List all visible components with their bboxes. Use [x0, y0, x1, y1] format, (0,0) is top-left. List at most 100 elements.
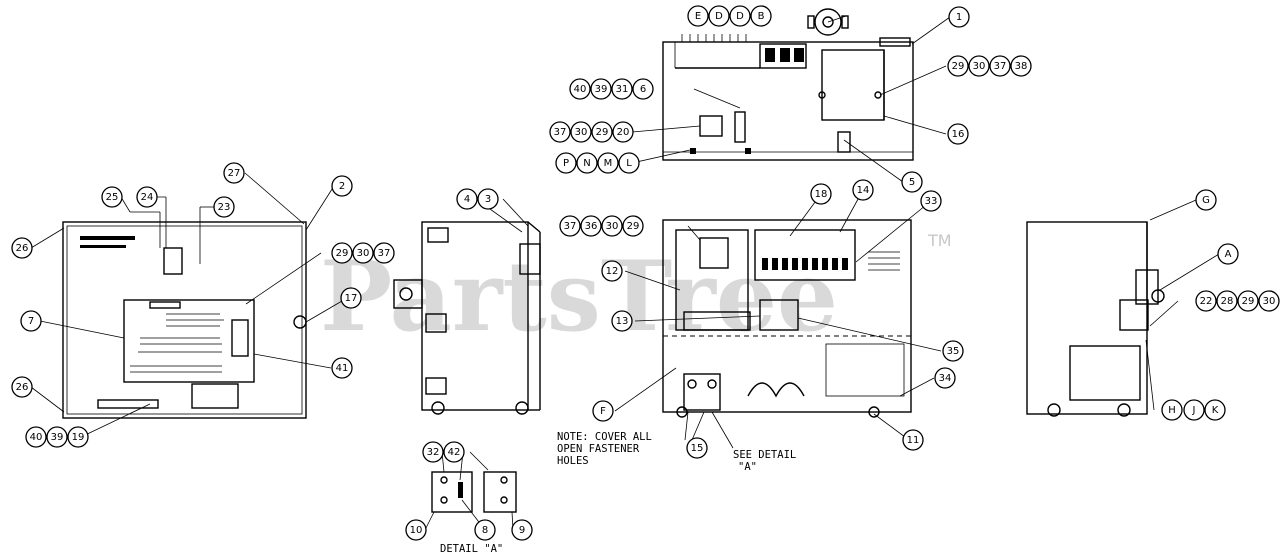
callout-bubble — [947, 55, 969, 77]
callout-bubble — [549, 121, 571, 143]
callout-42: 42 — [443, 441, 465, 463]
callout-bubble — [1204, 399, 1226, 421]
callout-bubble — [1217, 243, 1239, 265]
callout-29d: 29 — [622, 215, 644, 237]
callout-29c: 29 — [331, 242, 353, 264]
callout-10: 10 — [405, 519, 427, 541]
callout-label: 12 — [606, 266, 619, 277]
callout-label: 30 — [973, 61, 986, 72]
callout-label: 6 — [640, 84, 646, 95]
watermark-trademark: TM — [927, 231, 952, 250]
callout-33: 33 — [920, 190, 942, 212]
callout-label: 39 — [51, 432, 64, 443]
callout-d2: D — [729, 5, 751, 27]
callout-label: 22 — [1200, 296, 1213, 307]
callout-b: B — [750, 5, 772, 27]
callout-26b: 26 — [11, 376, 33, 398]
callout-bubble — [331, 357, 353, 379]
top-panel-view — [662, 8, 914, 161]
callout-bubble — [25, 426, 47, 448]
callout-30a: 30 — [968, 55, 990, 77]
callout-37b: 37 — [549, 121, 571, 143]
callout-bubble — [1237, 290, 1259, 312]
callout-24: 24 — [136, 186, 158, 208]
callout-label: 30 — [606, 221, 619, 232]
callout-label: K — [1212, 405, 1219, 416]
callout-l: L — [618, 152, 640, 174]
callout-label: 5 — [909, 177, 915, 188]
callout-label: N — [583, 158, 590, 169]
callout-g: G — [1195, 189, 1217, 211]
callout-bubble — [352, 242, 374, 264]
callout-bubble — [948, 6, 970, 28]
callout-label: 3 — [485, 194, 491, 205]
callout-k: K — [1204, 399, 1226, 421]
callout-a: A — [1217, 243, 1239, 265]
callout-label: 1 — [956, 12, 962, 23]
callout-label: E — [695, 11, 701, 22]
callout-label: 35 — [947, 346, 960, 357]
callout-label: F — [600, 406, 606, 417]
callout-16: 16 — [947, 123, 969, 145]
callout-bubble — [405, 519, 427, 541]
callout-label: 26 — [16, 382, 29, 393]
callout-label: 7 — [28, 316, 34, 327]
callout-bubble — [1258, 290, 1280, 312]
note-see-detail-line1: SEE DETAIL — [733, 449, 796, 461]
callout-20: 20 — [612, 121, 634, 143]
callout-19: 19 — [67, 426, 89, 448]
callout-bubble — [590, 78, 612, 100]
callout-36: 36 — [580, 215, 602, 237]
callout-30e: 30 — [1258, 290, 1280, 312]
callout-30d: 30 — [601, 215, 623, 237]
callout-bubble — [729, 5, 751, 27]
callout-2: 2 — [331, 175, 353, 197]
callout-bubble — [902, 429, 924, 451]
callout-d1: D — [708, 5, 730, 27]
callout-1: 1 — [948, 6, 970, 28]
callout-22: 22 — [1195, 290, 1217, 312]
callout-39a: 39 — [590, 78, 612, 100]
callout-label: G — [1202, 195, 1210, 206]
callout-bubble — [422, 441, 444, 463]
callout-37a: 37 — [989, 55, 1011, 77]
callout-29a: 29 — [947, 55, 969, 77]
callout-bubble — [901, 171, 923, 193]
callout-3: 3 — [477, 188, 499, 210]
callout-label: 27 — [228, 168, 241, 179]
callout-bubble — [632, 78, 654, 100]
callout-bubble — [852, 179, 874, 201]
callout-m: M — [597, 152, 619, 174]
callout-j: J — [1183, 399, 1205, 421]
note-see-detail-line2: "A" — [738, 461, 757, 473]
callout-label: 30 — [575, 127, 588, 138]
callout-label: 30 — [1263, 296, 1276, 307]
callout-30c: 30 — [352, 242, 374, 264]
callout-bubble — [942, 340, 964, 362]
detail-a-caption: DETAIL "A" — [440, 543, 503, 555]
callout-bubble — [67, 426, 89, 448]
callout-4: 4 — [456, 188, 478, 210]
callout-label: 11 — [907, 435, 920, 446]
callout-label: M — [604, 158, 613, 169]
callout-label: 33 — [925, 196, 938, 207]
callout-label: 29 — [336, 248, 349, 259]
callout-p: P — [555, 152, 577, 174]
callout-5: 5 — [901, 171, 923, 193]
note-cover-line3: HOLES — [557, 455, 589, 467]
callout-bubble — [750, 5, 772, 27]
callout-35: 35 — [942, 340, 964, 362]
callout-label: 13 — [616, 316, 629, 327]
callout-bubble — [686, 437, 708, 459]
callout-40a: 40 — [569, 78, 591, 100]
front-cover-view — [62, 221, 307, 419]
callout-label: 17 — [345, 293, 358, 304]
callout-label: 28 — [1221, 296, 1234, 307]
callout-14: 14 — [852, 179, 874, 201]
callout-label: 37 — [994, 61, 1007, 72]
leader-lines — [30, 15, 1220, 531]
watermark-text: PartsTree — [320, 240, 838, 353]
callout-26a: 26 — [11, 237, 33, 259]
callout-bubble — [708, 5, 730, 27]
callout-label: 41 — [336, 363, 349, 374]
